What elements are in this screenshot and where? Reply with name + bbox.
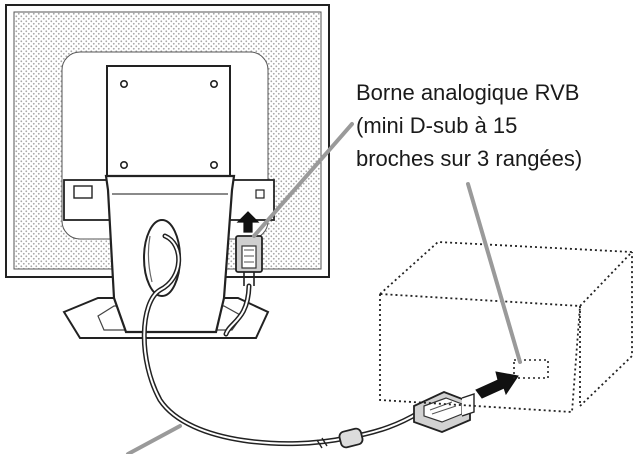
callout-label: Borne analogique RVB (mini D-sub à 15 br… <box>356 76 582 175</box>
monitor-arrow-icon <box>236 211 260 233</box>
stand-neck <box>104 174 236 334</box>
computer-arrow-icon <box>475 371 519 399</box>
computer-dsub-plug <box>413 391 475 433</box>
callout-leader-lines <box>126 122 522 454</box>
callout-line-1: Borne analogique RVB <box>356 80 580 105</box>
mount-plate <box>106 65 231 183</box>
computer-box <box>377 241 635 413</box>
callout-line-2: (mini D-sub à 15 <box>356 113 518 138</box>
callout-line-3: broches sur 3 rangées) <box>356 146 583 171</box>
ferrite-core <box>316 427 364 449</box>
monitor-dsub-plug <box>235 235 263 286</box>
